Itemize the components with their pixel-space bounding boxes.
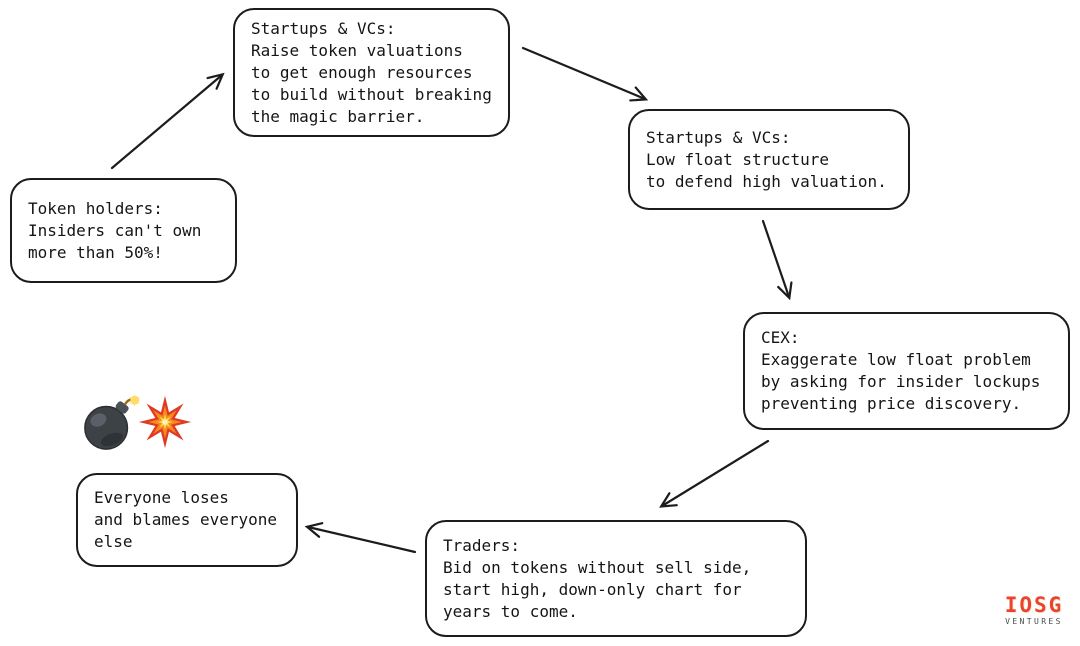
edge-token-holders-to-startups-raise (110, 72, 225, 170)
collision-explosion-icon (138, 395, 192, 449)
edge-startups-lowfloat-to-cex (761, 219, 793, 301)
node-token-holders: Token holders: Insiders can't own more t… (10, 178, 237, 283)
iosg-logo-subtitle: VENTURES (1005, 617, 1063, 626)
bomb-icon (84, 393, 141, 450)
node-everyone-loses: Everyone loses and blames everyone else (76, 473, 298, 567)
node-traders: Traders: Bid on tokens without sell side… (425, 520, 807, 637)
node-cex: CEX: Exaggerate low float problem by ask… (743, 312, 1070, 430)
edge-cex-to-traders (659, 439, 770, 508)
node-startups-low-float: Startups & VCs: Low float structure to d… (628, 109, 910, 210)
edge-startups-raise-to-startups-lowfloat (521, 46, 649, 102)
node-startups-raise-valuations: Startups & VCs: Raise token valuations t… (233, 8, 510, 137)
iosg-logo-wordmark: IOSG (1004, 593, 1064, 617)
edge-traders-to-everyone-loses (304, 522, 417, 554)
iosg-ventures-logo: IOSG VENTURES (996, 594, 1072, 627)
